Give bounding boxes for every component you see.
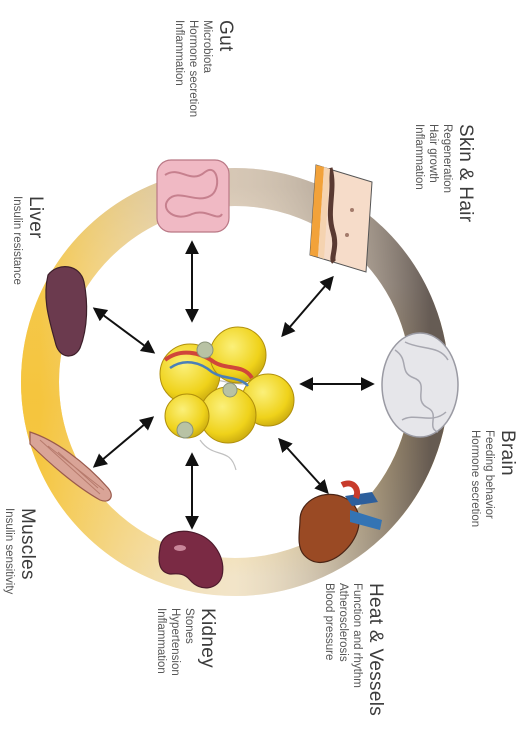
arrow-liver [95, 309, 153, 352]
line-gut-3: Inflammation [172, 20, 186, 117]
line-kidney-2: Hypertension [168, 608, 182, 676]
line-kidney-1: Stones [182, 608, 196, 676]
title-kidney: Kidney [196, 608, 218, 676]
label-liver: Liver Insulin resistance [10, 196, 46, 285]
line-skin-3: Inflammation [412, 124, 426, 222]
title-gut: Gut [214, 20, 236, 117]
title-liver: Liver [24, 196, 46, 285]
line-heart-3: Blood pressure [322, 583, 336, 716]
line-liver-1: Insulin resistance [10, 196, 24, 285]
label-gut: Gut Microbiota Hormone secretion Inflamm… [172, 20, 236, 117]
brain-illustration [382, 333, 458, 437]
line-skin-1: Regeneration [440, 124, 454, 222]
arrow-skin [283, 278, 332, 335]
line-gut-1: Microbiota [200, 20, 214, 117]
heart-illustration [299, 483, 382, 562]
line-kidney-3: Inflammation [154, 608, 168, 676]
title-heart: Heat & Vessels [364, 583, 386, 716]
title-muscles: Muscles [16, 508, 38, 594]
gut-illustration [157, 160, 229, 232]
label-kidney: Kidney Stones Hypertension Inflammation [154, 608, 218, 676]
line-muscles-1: Insulin sensitivity [2, 508, 16, 594]
label-muscles: Muscles Insulin sensitivity [2, 508, 38, 594]
line-heart-1: Function and rhythm [350, 583, 364, 716]
label-brain: Brain Feeding behavior Hormone secretion [468, 430, 518, 527]
title-skin: Skin & Hair [454, 124, 476, 222]
title-brain: Brain [496, 430, 518, 527]
label-skin: Skin & Hair Regeneration Hair growth Inf… [412, 124, 476, 222]
arrow-muscles [95, 418, 152, 466]
label-heart: Heat & Vessels Function and rhythm Ather… [322, 583, 386, 716]
skin-illustration [310, 165, 372, 272]
arrow-heart [280, 440, 327, 492]
line-brain-1: Feeding behavior [482, 430, 496, 527]
line-skin-2: Hair growth [426, 124, 440, 222]
adipose-illustration [160, 327, 294, 470]
line-gut-2: Hormone secretion [186, 20, 200, 117]
line-brain-2: Hormone secretion [468, 430, 482, 527]
line-heart-2: Atherosclerosis [336, 583, 350, 716]
